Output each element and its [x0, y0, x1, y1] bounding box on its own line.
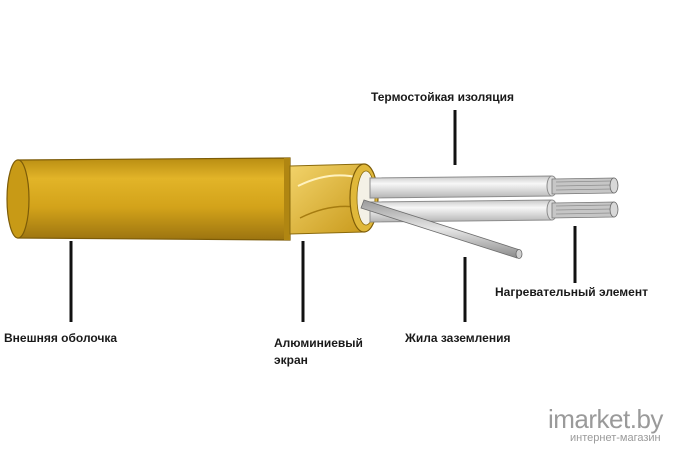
aluminum-screen [289, 163, 379, 235]
label-aluminum-screen-2: экран [274, 353, 308, 367]
outer-sheath [6, 157, 291, 241]
label-ground-wire: Жила заземления [405, 331, 511, 345]
watermark-brand: imarket.by [548, 404, 663, 434]
label-heating-element: Нагревательный элемент [495, 285, 648, 299]
leader-lines [69, 110, 577, 322]
heating-element-cores [551, 177, 619, 219]
ground-wire [360, 199, 523, 259]
label-aluminum-screen-1: Алюминиевый [274, 336, 363, 350]
label-outer-sheath: Внешняя оболочка [4, 331, 118, 345]
label-insulation: Термостойкая изоляция [371, 90, 515, 104]
watermark-tagline: интернет-магазин [570, 432, 661, 444]
